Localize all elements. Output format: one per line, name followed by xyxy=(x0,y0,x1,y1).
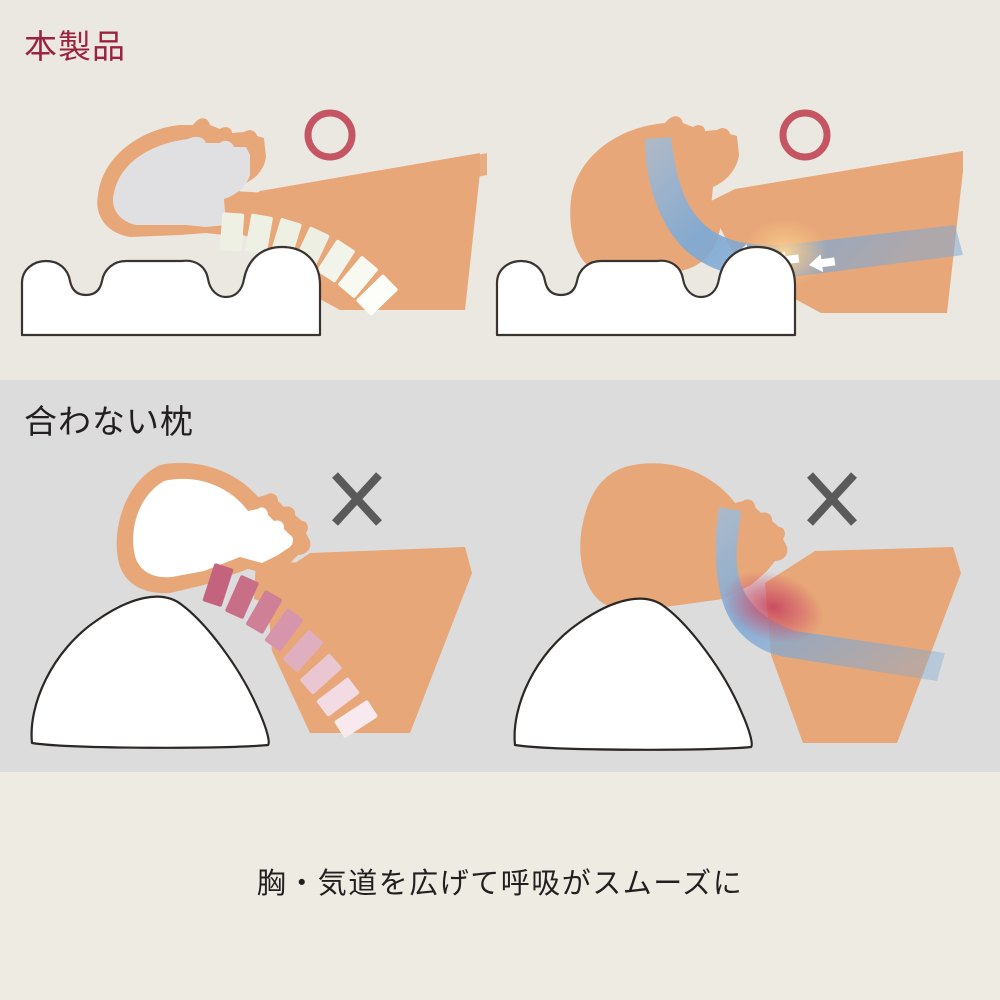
cross-ng-icon xyxy=(332,472,382,526)
skull-shape xyxy=(112,136,250,227)
airway-open-band xyxy=(645,137,963,279)
illustration-good-airway xyxy=(477,95,985,345)
section-title-good: 本製品 xyxy=(24,28,126,65)
illustration-bad-airway xyxy=(485,455,985,755)
skull-shape xyxy=(133,478,293,578)
section-title-bad: 合わない枕 xyxy=(24,403,194,440)
edge-sliver xyxy=(477,153,487,177)
spine-vertebrae-strained xyxy=(202,563,378,738)
pillow-wave-contour xyxy=(20,245,322,337)
pillow-high-dome xyxy=(513,597,753,751)
illustration-good-spine xyxy=(10,95,490,345)
circle-ok-icon xyxy=(304,109,356,161)
panel-caption xyxy=(0,772,1000,1000)
circle-ok-icon xyxy=(779,109,831,161)
airway-blockage-indicator xyxy=(722,570,824,644)
pillow-high-dome xyxy=(30,595,270,749)
bottom-caption: 胸・気道を広げて呼吸がスムーズに xyxy=(256,868,744,900)
cross-ng-icon xyxy=(807,472,857,526)
illustration-bad-spine xyxy=(10,455,490,755)
pillow-wave-contour xyxy=(495,245,797,337)
